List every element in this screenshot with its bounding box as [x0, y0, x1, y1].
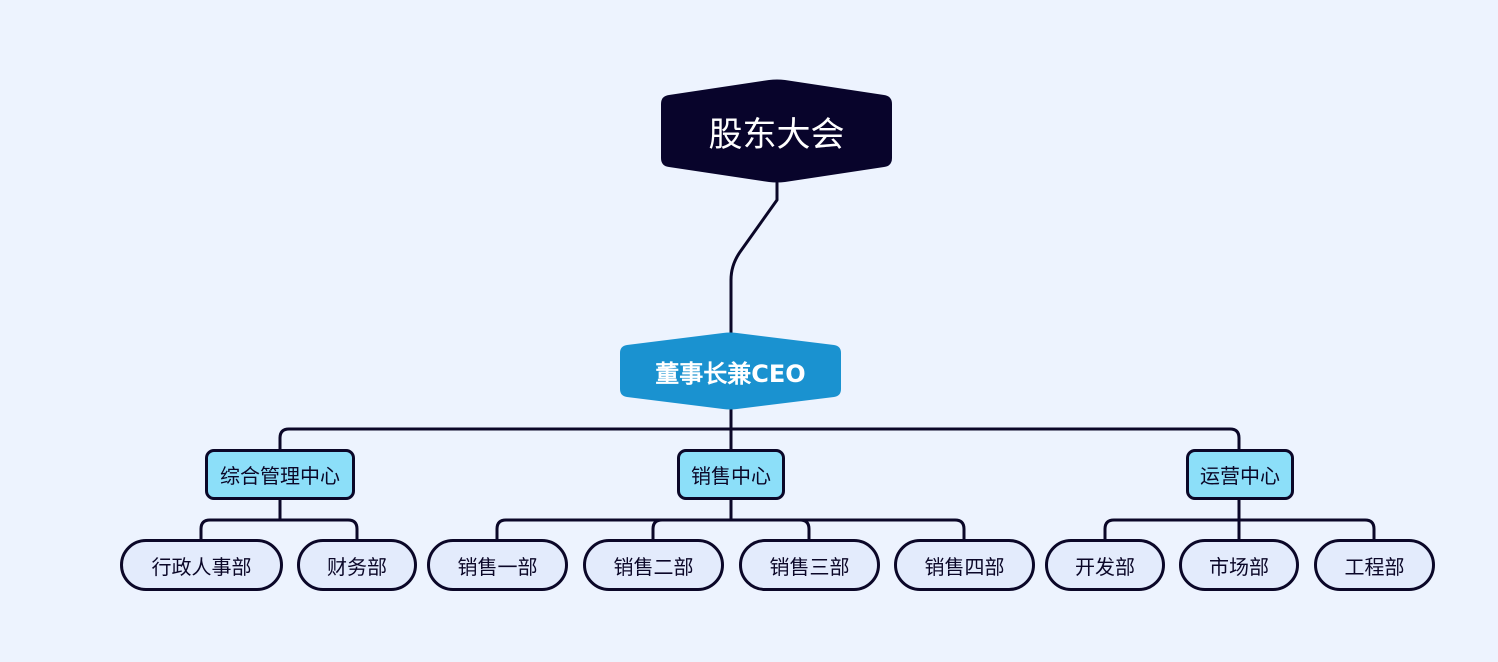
- center-node-label: 运营中心: [1200, 464, 1280, 488]
- connector-ops-to-eng: [1237, 518, 1376, 543]
- dept-node-label: 财务部: [327, 554, 387, 579]
- dept-node-label: 销售二部: [613, 554, 694, 579]
- dept-node-label: 销售一部: [457, 554, 538, 579]
- connector-admin-to-finance: [278, 518, 359, 543]
- connector-root-to-ceo: [729, 181, 779, 336]
- dept-node-sales-2[interactable]: 销售二部: [583, 539, 724, 591]
- dept-node-label: 行政人事部: [151, 554, 252, 579]
- dept-node-sales-4[interactable]: 销售四部: [894, 539, 1035, 591]
- connector-sales-to-sales1: [495, 518, 733, 543]
- connector-ceo-to-ops-center: [729, 427, 1241, 453]
- dept-node-label: 工程部: [1344, 554, 1405, 579]
- center-node-label: 销售中心: [691, 464, 771, 488]
- root-node-label: 股东大会: [708, 114, 845, 155]
- root-node-shape: [661, 79, 892, 183]
- connector-ops-to-dev: [1103, 518, 1241, 543]
- connector-sales-to-sales4: [729, 518, 966, 543]
- ceo-node-label: 董事长兼CEO: [655, 359, 806, 388]
- ceo-node-shape: [620, 332, 841, 410]
- connector-admin-to-hr: [199, 518, 282, 543]
- center-node-operations[interactable]: 运营中心: [1186, 449, 1294, 500]
- dept-node-hr[interactable]: 行政人事部: [120, 539, 283, 591]
- center-node-admin[interactable]: 综合管理中心: [205, 449, 355, 500]
- dept-node-sales-1[interactable]: 销售一部: [427, 539, 568, 591]
- connector-sales-to-sales2: [651, 518, 733, 543]
- dept-node-label: 开发部: [1075, 554, 1135, 579]
- dept-node-engineering[interactable]: 工程部: [1314, 539, 1435, 591]
- dept-node-development[interactable]: 开发部: [1045, 539, 1165, 591]
- root-node-shareholders-meeting[interactable]: 股东大会: [661, 79, 892, 183]
- dept-node-finance[interactable]: 财务部: [297, 539, 417, 591]
- dept-node-label: 销售四部: [924, 554, 1005, 579]
- dept-node-label: 市场部: [1209, 554, 1269, 579]
- dept-node-sales-3[interactable]: 销售三部: [739, 539, 880, 591]
- ceo-node[interactable]: 董事长兼CEO: [620, 332, 841, 410]
- center-node-sales[interactable]: 销售中心: [677, 449, 785, 500]
- dept-node-label: 销售三部: [769, 554, 850, 579]
- connector-ceo-to-admin-center: [278, 427, 733, 453]
- dept-node-marketing[interactable]: 市场部: [1179, 539, 1299, 591]
- connector-sales-to-sales3: [729, 518, 811, 543]
- center-node-label: 综合管理中心: [220, 464, 340, 488]
